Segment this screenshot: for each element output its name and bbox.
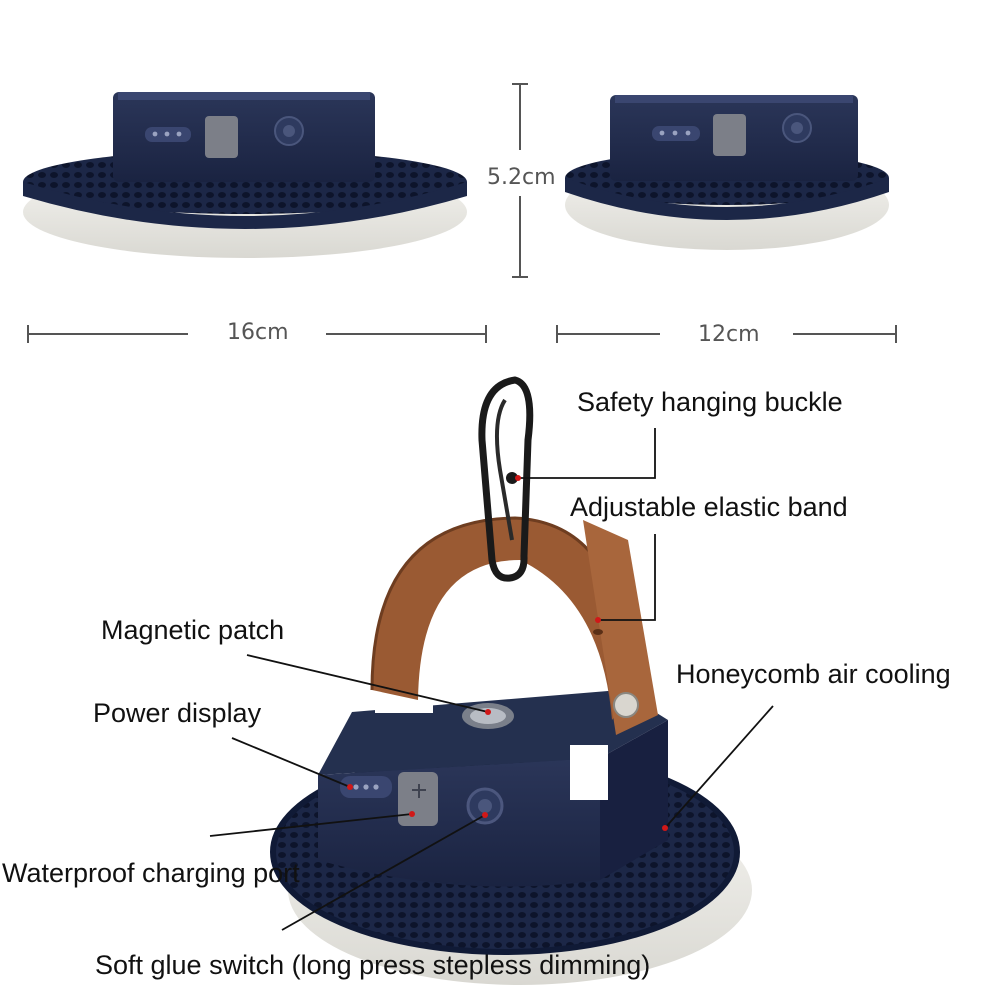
- label-soft-glue-switch: Soft glue switch (long press stepless di…: [95, 950, 651, 980]
- large-diameter-label: 16cm: [227, 320, 289, 345]
- lamp-small-side-view: [565, 95, 889, 250]
- height-dimension-label: 5.2cm: [487, 165, 556, 190]
- label-honeycomb-air-cooling: Honeycomb air cooling: [676, 659, 951, 689]
- marker-dots: [347, 475, 668, 831]
- label-waterproof-charging-port: Waterproof charging port: [2, 858, 300, 888]
- label-power-display: Power display: [93, 698, 262, 728]
- leader-lines: [209, 428, 774, 931]
- width-dimension-line-large: [27, 325, 487, 343]
- label-safety-hanging-buckle: Safety hanging buckle: [577, 387, 843, 417]
- height-dimension-line: [512, 83, 528, 278]
- lamp-main-view: [270, 376, 752, 985]
- label-magnetic-patch: Magnetic patch: [101, 615, 285, 645]
- lamp-large-side-view: [23, 92, 467, 258]
- label-adjustable-elastic-band: Adjustable elastic band: [570, 492, 848, 522]
- width-dimension-line-small: [556, 325, 897, 343]
- small-diameter-label: 12cm: [698, 322, 760, 347]
